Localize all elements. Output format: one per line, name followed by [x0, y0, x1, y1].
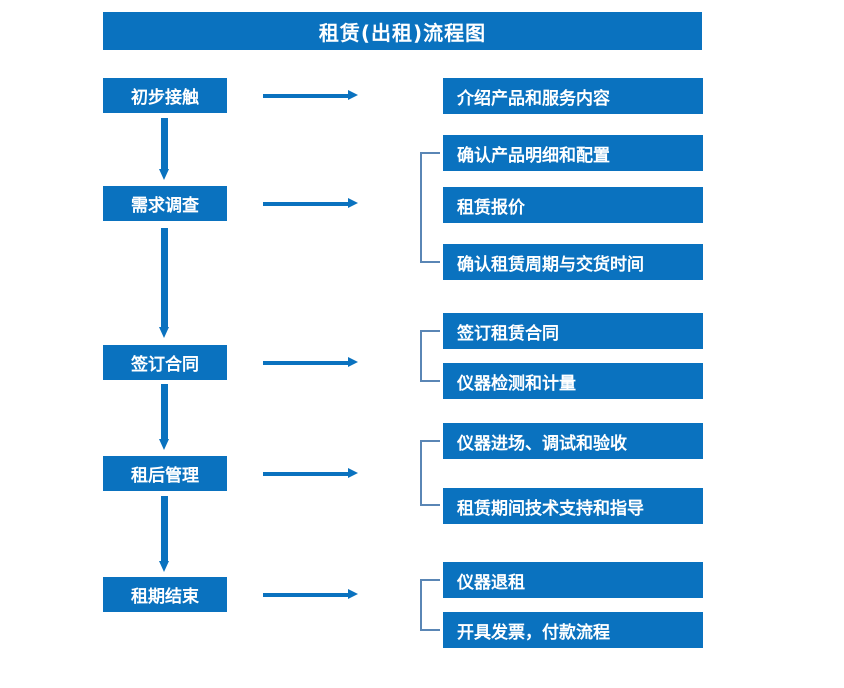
- arrow-head: [159, 169, 169, 180]
- arrow-shaft: [263, 592, 349, 597]
- down-arrow-icon-4: [159, 496, 170, 572]
- stage-node-requirement-survey[interactable]: 需求调查: [103, 186, 227, 221]
- arrow-shaft: [263, 471, 349, 476]
- group-bracket-lease-end: [420, 579, 440, 631]
- stage-node-lease-end[interactable]: 租期结束: [103, 577, 227, 612]
- detail-node-label: 仪器进场、调试和验收: [457, 433, 627, 454]
- arrow-head: [348, 90, 358, 100]
- arrow-shaft: [161, 384, 168, 440]
- group-bracket-sign-contract: [420, 330, 440, 382]
- arrow-head: [348, 198, 358, 208]
- stage-node-sign-contract[interactable]: 签订合同: [103, 345, 227, 380]
- detail-node-label: 签订租赁合同: [457, 323, 559, 344]
- arrow-shaft: [263, 93, 349, 98]
- detail-node-instrument-inspection[interactable]: 仪器检测和计量: [443, 363, 703, 399]
- down-arrow-icon-3: [159, 384, 170, 450]
- arrow-head: [348, 589, 358, 599]
- stage-node-label: 租期结束: [131, 587, 199, 607]
- stage-node-post-lease-management[interactable]: 租后管理: [103, 456, 227, 491]
- page-title: 租赁(出租)流程图: [103, 12, 702, 50]
- detail-node-label: 仪器退租: [457, 572, 525, 593]
- detail-node-instrument-return[interactable]: 仪器退租: [443, 562, 703, 598]
- stage-node-label: 初步接触: [131, 88, 199, 108]
- detail-node-label: 确认产品明细和配置: [457, 145, 610, 166]
- right-arrow-icon-4: [263, 468, 358, 479]
- arrow-head: [348, 468, 358, 478]
- detail-node-label: 介绍产品和服务内容: [457, 88, 610, 109]
- detail-node-label: 仪器检测和计量: [457, 373, 576, 394]
- detail-node-label: 开具发票，付款流程: [457, 622, 610, 643]
- detail-node-label: 确认租赁周期与交货时间: [457, 254, 644, 275]
- detail-node-sign-lease-contract[interactable]: 签订租赁合同: [443, 313, 703, 349]
- arrow-shaft: [263, 201, 349, 206]
- detail-node-technical-support[interactable]: 租赁期间技术支持和指导: [443, 488, 703, 524]
- arrow-head: [348, 357, 358, 367]
- right-arrow-icon-2: [263, 198, 358, 209]
- detail-node-lease-quotation[interactable]: 租赁报价: [443, 187, 703, 223]
- down-arrow-icon-2: [159, 228, 170, 338]
- group-bracket-requirement-survey: [420, 152, 440, 263]
- arrow-head: [159, 561, 169, 572]
- arrow-shaft: [161, 118, 168, 170]
- right-arrow-icon-5: [263, 589, 358, 600]
- detail-node-label: 租赁报价: [457, 197, 525, 218]
- stage-node-label: 需求调查: [131, 196, 199, 216]
- down-arrow-icon-1: [159, 118, 170, 180]
- detail-node-confirm-product-spec[interactable]: 确认产品明细和配置: [443, 135, 703, 171]
- arrow-shaft: [263, 360, 349, 365]
- detail-node-instrument-delivery-commissioning[interactable]: 仪器进场、调试和验收: [443, 423, 703, 459]
- detail-node-confirm-lease-period[interactable]: 确认租赁周期与交货时间: [443, 244, 703, 280]
- right-arrow-icon-3: [263, 357, 358, 368]
- right-arrow-icon-1: [263, 90, 358, 101]
- arrow-head: [159, 327, 169, 338]
- stage-node-initial-contact[interactable]: 初步接触: [103, 78, 227, 113]
- arrow-shaft: [161, 496, 168, 562]
- stage-node-label: 租后管理: [131, 466, 199, 486]
- arrow-shaft: [161, 228, 168, 328]
- detail-node-label: 租赁期间技术支持和指导: [457, 498, 644, 519]
- detail-node-introduce-products[interactable]: 介绍产品和服务内容: [443, 78, 703, 114]
- stage-node-label: 签订合同: [131, 355, 199, 375]
- arrow-head: [159, 439, 169, 450]
- detail-node-invoice-payment[interactable]: 开具发票，付款流程: [443, 612, 703, 648]
- group-bracket-post-lease-management: [420, 440, 440, 506]
